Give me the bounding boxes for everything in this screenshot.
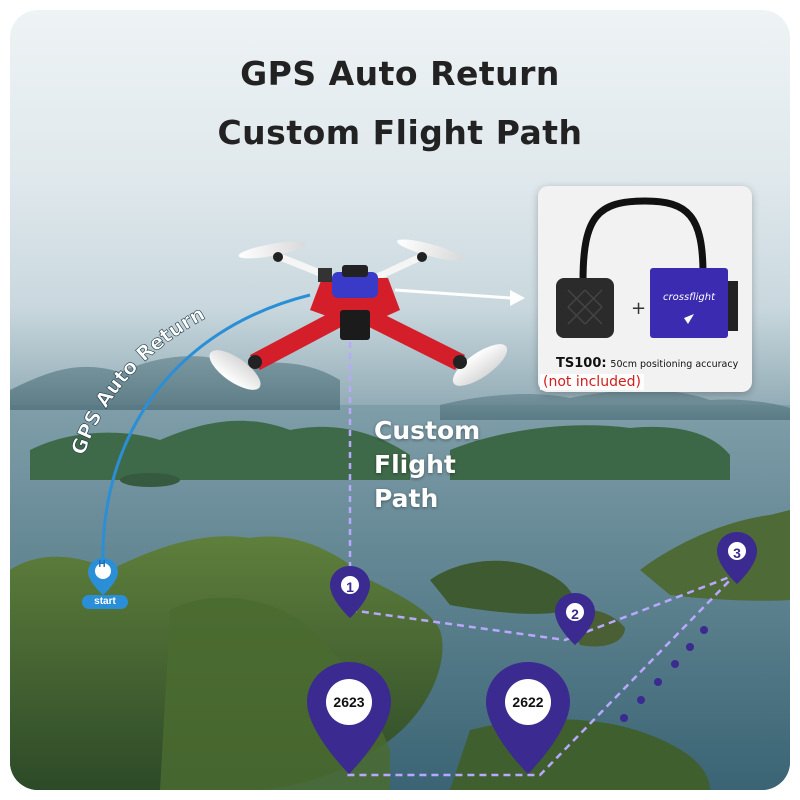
island-right: [640, 510, 790, 601]
location-number-2623: 2623: [326, 679, 372, 725]
gps-spec: 50cm positioning accuracy: [610, 359, 739, 370]
custom-flight-path-label: Custom Flight Path: [374, 414, 480, 516]
plus-sign: +: [631, 298, 646, 319]
gps-spec-caption: TS100: 50cm positioning accuracy: [556, 356, 738, 371]
quadcopter-drone: [209, 239, 508, 390]
start-pin: [88, 558, 118, 595]
gps-arrow-head: [510, 290, 525, 306]
island-waypoint-2: [430, 560, 574, 614]
waypoint-number-1: 1: [339, 574, 361, 596]
location-number-2622: 2622: [505, 679, 551, 725]
title-custom-flight-path: Custom Flight Path: [217, 113, 583, 152]
start-label: start: [82, 595, 128, 609]
mid-island-right: [450, 425, 730, 480]
gps-arrow-shaft: [394, 288, 511, 300]
home-letter: H: [98, 559, 106, 570]
waypoint-number-3: 3: [726, 540, 748, 562]
fc-brand-text: crossflight: [663, 292, 716, 303]
caption-separator: :: [601, 356, 607, 371]
far-mountains-left: [10, 356, 340, 410]
gps-model: TS100: [556, 356, 602, 371]
title-gps-auto-return: GPS Auto Return: [240, 54, 560, 93]
product-image-card: GPS Auto Return: [10, 10, 790, 790]
custom-label-line3: Path: [374, 484, 439, 513]
path-dots: [620, 626, 708, 722]
far-mountains-right: [440, 390, 790, 420]
not-included-note: (not included): [540, 374, 644, 390]
gps-module-illustration: + crossflight: [556, 197, 738, 338]
gps-return-arc: [101, 293, 311, 566]
custom-label-line2: Flight: [374, 450, 456, 479]
gps-module-inset: + crossflight TS100: 50cm positioning ac…: [538, 186, 752, 392]
island-scene: GPS Auto Return: [10, 239, 790, 790]
mid-island-left: [30, 420, 410, 480]
islet: [120, 473, 180, 487]
waypoint-number-2: 2: [564, 601, 586, 623]
custom-label-line1: Custom: [374, 416, 481, 445]
